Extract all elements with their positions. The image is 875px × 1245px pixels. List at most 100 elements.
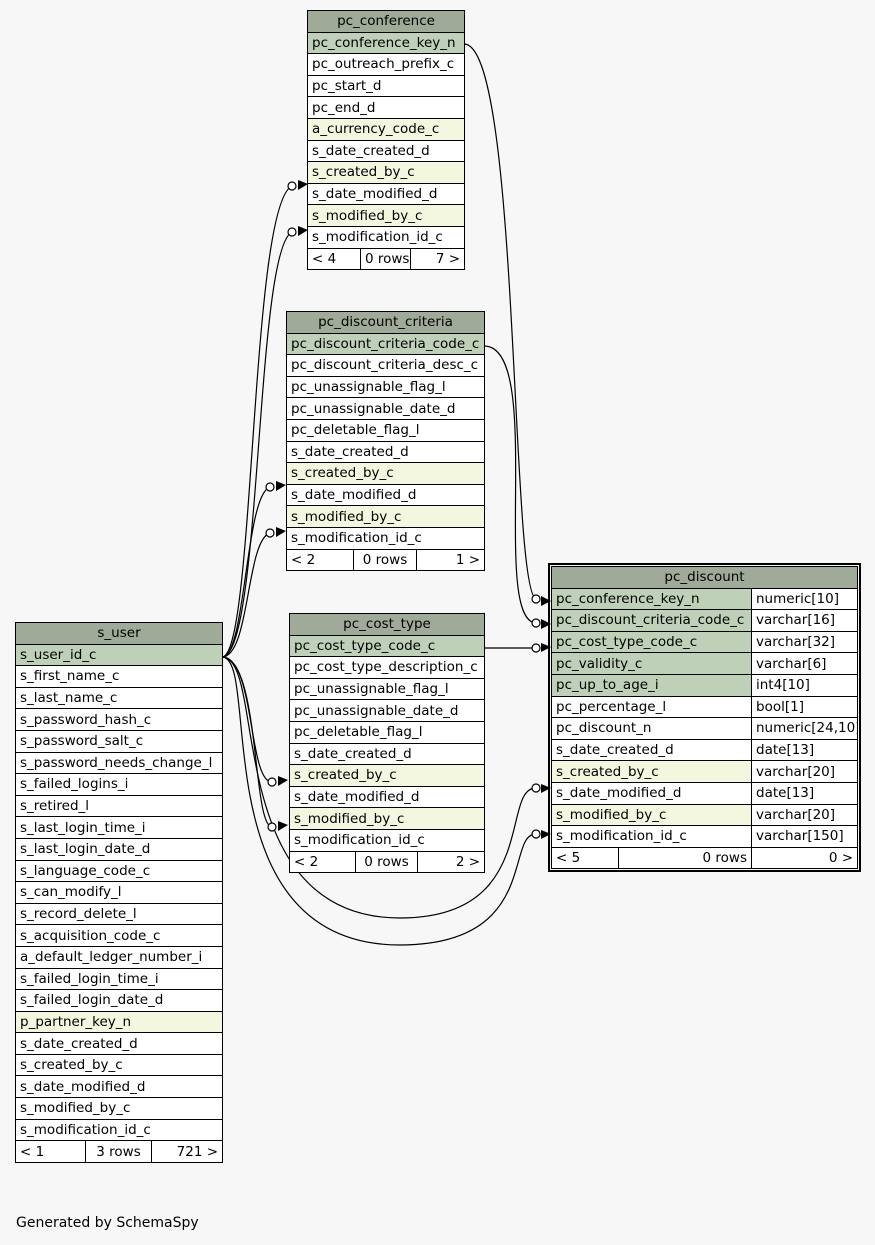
column-name: s_date_created_d xyxy=(285,440,486,464)
column-row[interactable]: s_created_by_c xyxy=(285,462,486,485)
link-s_user-pc_discount_criteria-created xyxy=(221,486,271,658)
column-name: s_modification_id_c xyxy=(285,526,486,550)
table-title: pc_conference xyxy=(306,10,466,33)
column-row[interactable]: a_currency_code_c xyxy=(306,117,466,141)
column-name: s_date_modified_d xyxy=(551,781,752,805)
column-row[interactable]: s_date_modified_d xyxy=(14,1075,224,1099)
column-name: s_password_needs_change_l xyxy=(14,751,224,775)
column-row[interactable]: pc_cost_type_code_c xyxy=(288,634,486,658)
column-row[interactable]: pc_outreach_prefix_c xyxy=(306,53,466,76)
column-row[interactable]: s_created_by_c xyxy=(288,764,486,787)
column-row[interactable]: pc_deletable_flag_l xyxy=(288,720,486,744)
column-row[interactable]: s_first_name_c xyxy=(14,665,224,688)
column-row[interactable]: s_date_created_d xyxy=(306,139,466,163)
column-row[interactable]: s_failed_login_date_d xyxy=(14,989,224,1012)
generated-by-note: Generated by SchemaSpy xyxy=(16,1215,199,1231)
column-type: varchar[20] xyxy=(750,803,859,827)
column-name: a_currency_code_c xyxy=(306,117,466,141)
column-row[interactable]: pc_start_d xyxy=(306,74,466,98)
column-row[interactable]: s_date_created_d xyxy=(288,742,486,766)
parents-count: < 2 xyxy=(286,548,354,572)
column-row[interactable]: pc_cost_type_description_c xyxy=(288,656,486,679)
column-name: pc_deletable_flag_l xyxy=(288,720,486,744)
column-row[interactable]: pc_discount_criteria_code_c xyxy=(285,332,486,356)
row-count: 3 rows xyxy=(85,1140,152,1163)
column-row[interactable]: p_partner_key_n xyxy=(14,1010,224,1034)
column-row[interactable]: s_date_created_d xyxy=(14,1032,224,1055)
column-row[interactable]: pc_conference_key_n xyxy=(306,31,466,55)
column-row[interactable]: s_modification_id_c xyxy=(306,225,466,249)
column-row[interactable]: pc_unassignable_date_d xyxy=(285,397,486,420)
column-row[interactable]: pc_unassignable_date_d xyxy=(288,699,486,722)
children-count: 0 > xyxy=(750,846,859,870)
column-name: pc_conference_key_n xyxy=(306,31,466,55)
column-row[interactable]: s_password_salt_c xyxy=(14,729,224,753)
column-row[interactable]: s_created_by_c xyxy=(14,1053,224,1077)
column-row[interactable]: pc_unassignable_flag_l xyxy=(288,677,486,701)
column-row[interactable]: s_date_modified_d xyxy=(306,182,466,206)
column-row[interactable]: s_can_modify_l xyxy=(14,881,224,904)
table-title: s_user xyxy=(14,622,224,645)
column-row[interactable]: s_modification_id_c xyxy=(14,1118,224,1142)
column-name: pc_discount_criteria_code_c xyxy=(285,332,486,356)
column-row[interactable]: s_modification_id_c xyxy=(285,526,486,550)
column-row[interactable]: s_last_login_date_d xyxy=(14,837,224,861)
children-count: 7 > xyxy=(409,247,466,271)
column-name: s_last_name_c xyxy=(14,686,224,710)
column-name: s_acquisition_code_c xyxy=(14,924,224,947)
column-type: varchar[150] xyxy=(750,825,859,848)
column-row[interactable]: s_failed_logins_i xyxy=(14,773,224,796)
column-type: date[13] xyxy=(750,781,859,805)
column-row[interactable]: s_failed_login_time_i xyxy=(14,967,224,991)
column-row[interactable]: s_last_name_c xyxy=(14,686,224,710)
column-row[interactable]: s_modified_by_c xyxy=(285,505,486,528)
column-row[interactable]: s_last_login_time_i xyxy=(14,816,224,839)
column-row[interactable]: s_created_by_c xyxy=(306,161,466,184)
column-row[interactable]: s_retired_l xyxy=(14,794,224,818)
column-row[interactable]: pc_unassignable_flag_l xyxy=(285,375,486,399)
column-name: pc_end_d xyxy=(306,96,466,119)
column-row[interactable]: s_password_hash_c xyxy=(14,708,224,731)
column-name: pc_conference_key_n xyxy=(551,587,752,611)
table-title: pc_cost_type xyxy=(288,613,486,636)
column-row[interactable]: s_acquisition_code_c xyxy=(14,924,224,947)
column-row[interactable]: s_modified_by_c xyxy=(288,807,486,830)
column-row[interactable]: pc_discount_criteria_desc_c xyxy=(285,354,486,377)
column-row[interactable]: pc_deletable_flag_l xyxy=(285,418,486,442)
column-row[interactable]: s_date_modified_d xyxy=(285,483,486,507)
column-row[interactable]: s_password_needs_change_l xyxy=(14,751,224,775)
column-row[interactable]: s_record_delete_l xyxy=(14,902,224,926)
column-name: s_date_modified_d xyxy=(288,785,486,809)
column-row[interactable]: s_modified_by_c xyxy=(14,1097,224,1120)
column-row[interactable]: pc_end_d xyxy=(306,96,466,119)
column-row[interactable]: s_date_created_d xyxy=(285,440,486,464)
column-row[interactable]: a_default_ledger_number_i xyxy=(14,945,224,969)
column-row[interactable]: s_modification_id_c xyxy=(288,828,486,852)
column-row[interactable]: s_user_id_c xyxy=(14,643,224,667)
row-count: 0 rows xyxy=(360,247,411,271)
column-row[interactable]: s_modified_by_c xyxy=(306,204,466,227)
column-name: pc_start_d xyxy=(306,74,466,98)
column-row[interactable]: s_date_modified_d xyxy=(288,785,486,809)
column-name: s_created_by_c xyxy=(285,462,486,485)
column-name: s_date_created_d xyxy=(551,738,752,762)
column-row[interactable]: s_language_code_c xyxy=(14,859,224,883)
